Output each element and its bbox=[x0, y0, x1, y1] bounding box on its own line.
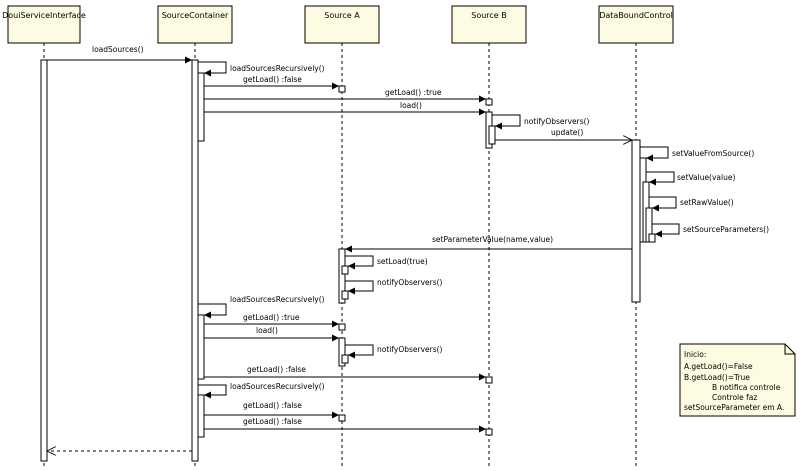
note[interactable]: Inicio: A.getLoad()=False B.getLoad()=Tr… bbox=[679, 343, 796, 417]
activation-bar bbox=[338, 323, 346, 331]
message-label: getLoad() :true bbox=[385, 88, 442, 97]
note-line: A.getLoad()=False bbox=[684, 362, 753, 371]
activation-bar bbox=[40, 59, 48, 462]
message-arrow bbox=[198, 303, 227, 319]
participant-label: DouiServiceInterface bbox=[2, 11, 86, 20]
participant-sa[interactable]: Source A bbox=[304, 5, 380, 44]
participant-dou[interactable]: DouiServiceInterface bbox=[2, 5, 86, 44]
message-label: update() bbox=[551, 128, 583, 137]
message-label: getLoad() :false bbox=[247, 365, 306, 374]
message-label: setRawValue() bbox=[680, 198, 734, 207]
activation-bar bbox=[191, 59, 199, 462]
message-label: notifyObservers() bbox=[377, 278, 443, 287]
activation-bar bbox=[488, 125, 496, 145]
message-label: setValue(value) bbox=[677, 173, 735, 182]
participant-label: Source B bbox=[471, 11, 507, 20]
message-label: getLoad() :false bbox=[243, 75, 302, 84]
participant-label: Source A bbox=[324, 11, 360, 20]
activation-bar bbox=[631, 139, 641, 303]
message-arrow bbox=[649, 196, 677, 212]
participant-label: DataBoundControl bbox=[599, 11, 673, 20]
activation-bar bbox=[338, 85, 346, 93]
activation-bar bbox=[197, 394, 205, 438]
message-label: setLoad(true) bbox=[377, 257, 428, 266]
activation-bar bbox=[197, 314, 205, 380]
message-arrow bbox=[198, 61, 227, 77]
message-label: load() bbox=[400, 101, 422, 110]
activation-bar bbox=[485, 376, 493, 384]
message-label: loadSourcesRecursively() bbox=[230, 295, 325, 304]
message-label: setValueFromSource() bbox=[672, 149, 754, 158]
note-line: Inicio: bbox=[684, 350, 706, 359]
activation-bar bbox=[341, 290, 349, 300]
activation-bar bbox=[341, 265, 349, 275]
message-label: loadSources() bbox=[92, 45, 144, 54]
message-label: notifyObservers() bbox=[377, 345, 443, 354]
activation-bar bbox=[648, 233, 656, 243]
message-label: getLoad() :false bbox=[243, 401, 302, 410]
activation-bar bbox=[338, 337, 346, 367]
activation-bar bbox=[485, 428, 493, 436]
message-label: loadSourcesRecursively() bbox=[230, 64, 325, 73]
message-label: notifyObservers() bbox=[524, 117, 590, 126]
message-arrow bbox=[198, 384, 227, 399]
message-label: loadSourcesRecursively() bbox=[230, 382, 325, 391]
message-label: load() bbox=[256, 326, 278, 335]
activation-bar bbox=[197, 72, 205, 142]
message-arrow bbox=[345, 280, 374, 295]
participant-label: SourceContainer bbox=[162, 11, 229, 20]
message-arrow bbox=[492, 114, 521, 130]
activation-bar bbox=[485, 98, 493, 106]
participant-sb[interactable]: Source B bbox=[451, 5, 527, 44]
note-line: B notifica controle bbox=[712, 383, 781, 392]
note-line: Controle faz bbox=[712, 393, 757, 402]
participant-dbc[interactable]: DataBoundControl bbox=[598, 5, 674, 44]
message-label: getLoad() :false bbox=[243, 417, 302, 426]
note-line: setSourceParameter em A. bbox=[684, 403, 784, 412]
message-label: setSourceParameters() bbox=[683, 225, 769, 234]
message-label: getLoad() :true bbox=[243, 313, 300, 322]
message-arrow bbox=[646, 171, 675, 186]
activation-bar bbox=[341, 354, 349, 364]
message-arrow bbox=[345, 255, 374, 270]
message-arrow bbox=[345, 344, 374, 359]
activation-bar bbox=[338, 414, 346, 422]
message-label: setParameterValue(name,value) bbox=[432, 235, 553, 244]
participant-sc[interactable]: SourceContainer bbox=[157, 5, 233, 44]
message-arrow bbox=[652, 223, 680, 238]
note-line: B.getLoad()=True bbox=[684, 373, 750, 382]
activation-bar bbox=[338, 248, 346, 304]
message-arrow bbox=[640, 146, 669, 162]
